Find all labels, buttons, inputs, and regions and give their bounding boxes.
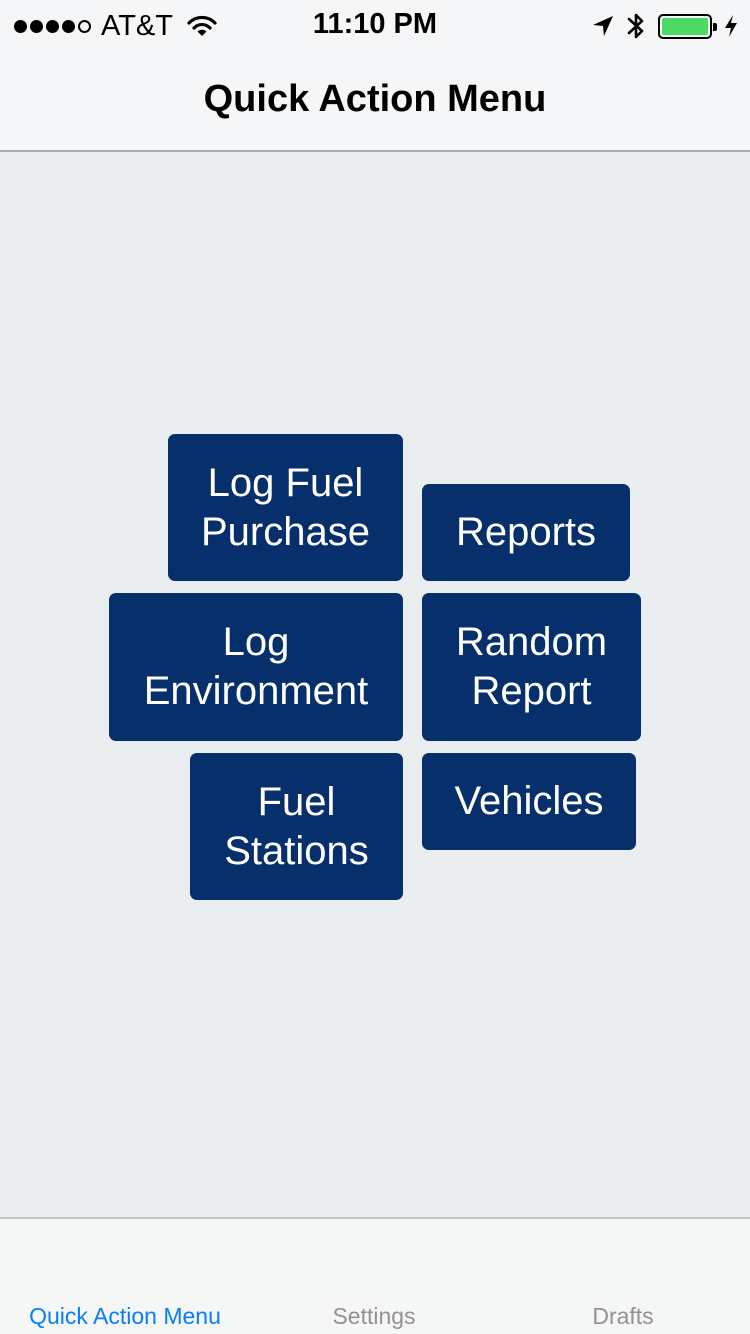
reports-button[interactable]: Reports [422,484,630,581]
navigation-bar: Quick Action Menu [0,52,750,152]
battery-fill [662,17,708,35]
tab-settings[interactable]: Settings [332,1303,416,1329]
log-fuel-purchase-label: Log Fuel Purchase [201,460,370,554]
signal-icon [14,19,91,33]
vehicles-button[interactable]: Vehicles [422,753,636,850]
location-arrow-icon [593,16,613,36]
page-title: Quick Action Menu [203,78,547,120]
log-fuel-purchase-button[interactable]: Log Fuel Purchase [168,434,403,581]
log-environment-button[interactable]: Log Environment [109,593,403,741]
battery-icon [658,13,717,39]
status-left: AT&T [14,9,217,43]
fuel-stations-button[interactable]: Fuel Stations [190,753,403,900]
tab-quick-action-menu[interactable]: Quick Action Menu [29,1303,221,1329]
tab-bar: Quick Action Menu Settings Drafts [0,1217,750,1334]
tab-drafts[interactable]: Drafts [592,1303,654,1329]
fuel-stations-label: Fuel Stations [224,779,369,873]
status-time: 11:10 PM [312,8,438,40]
charging-bolt-icon [725,15,737,37]
log-environment-label: Log Environment [143,620,369,713]
random-report-button[interactable]: Random Report [422,593,641,741]
status-bar: AT&T 11:10 PM [0,0,750,52]
carrier-label: AT&T [101,9,173,42]
random-report-label: Random Report [455,620,608,713]
vehicles-label: Vehicles [454,779,604,823]
status-right [592,9,738,43]
reports-label: Reports [455,510,597,554]
wifi-icon [187,15,217,36]
bluetooth-icon [627,13,644,39]
quick-action-area: Log Fuel Purchase Reports Log Environmen… [0,152,750,1217]
